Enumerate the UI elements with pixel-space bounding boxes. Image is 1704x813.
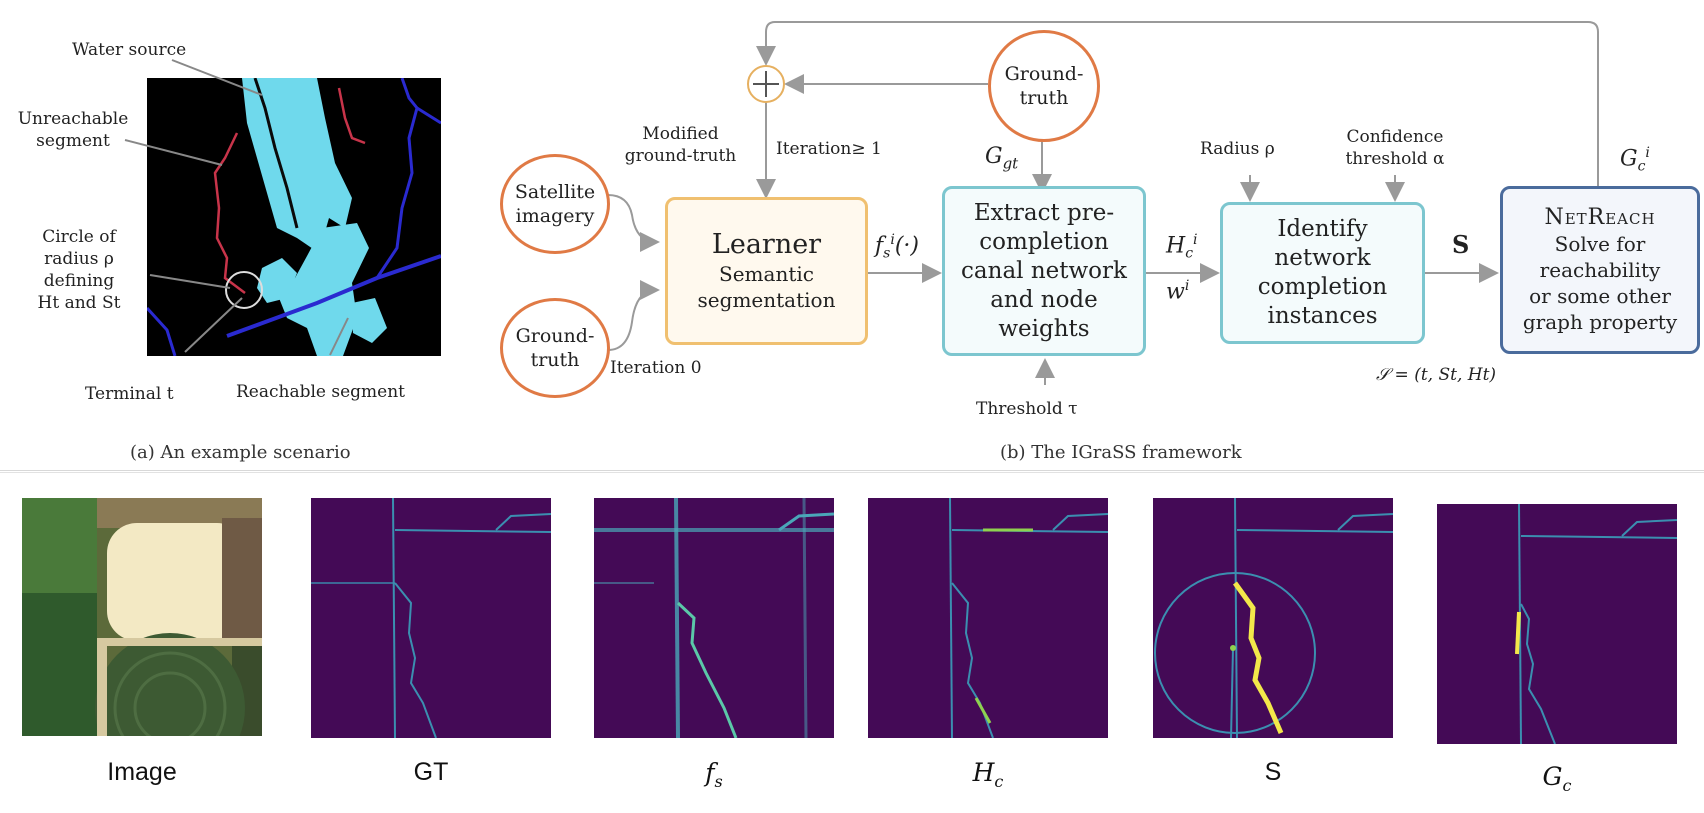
road-line-4 <box>416 106 441 125</box>
reachable-segment-label: Reachable segment <box>236 382 406 402</box>
satellite-image-tile <box>22 498 262 736</box>
hc-drawing <box>949 498 1108 738</box>
road-line <box>375 78 419 279</box>
netreach-subtitle: Solve for reachability or some other gra… <box>1522 232 1678 334</box>
gc-caption: Gc <box>1542 762 1572 795</box>
fs-drawing <box>594 498 834 738</box>
iteration-0-label: Iteration 0 <box>610 358 702 378</box>
netreach-title: NetReach <box>1544 205 1656 230</box>
plus-icon <box>753 71 779 97</box>
gt-drawing <box>311 498 551 738</box>
s-drawing <box>1154 498 1393 738</box>
gc-tile <box>1437 504 1677 744</box>
scenario-leader-lines <box>124 59 349 356</box>
identify-box: Identify network completion instances <box>1220 202 1425 344</box>
fs-tile <box>594 498 834 738</box>
results-panel <box>0 472 1704 813</box>
s-caption: S <box>1264 758 1282 786</box>
hc-tile <box>868 498 1108 738</box>
gc-label: Gci <box>1620 145 1650 175</box>
circle-definition-label: Circle of radius ρ defining Ht and St <box>37 227 121 313</box>
fs-caption: fs <box>705 758 723 791</box>
scenario-map <box>147 78 441 356</box>
road-line-2 <box>226 254 441 338</box>
confidence-threshold-label: Confidence threshold α <box>1345 127 1445 169</box>
hc-label: Hci <box>1166 232 1198 262</box>
water-body-3 <box>257 258 297 303</box>
netreach-box: NetReach Solve for reachability or some … <box>1500 186 1700 354</box>
s-set-label: S <box>1452 230 1470 259</box>
radius-circle <box>225 271 263 309</box>
ground-truth-input-node: Ground- truth <box>500 298 610 398</box>
ground-truth-top-node: Ground- truth <box>988 30 1100 142</box>
gc-drawing <box>1515 504 1677 744</box>
scenario-caption: (a) An example scenario <box>130 442 351 463</box>
hc-caption: Hc <box>972 758 1004 791</box>
water-body-4 <box>352 298 387 343</box>
modified-ground-truth-label: Modified ground-truth <box>624 124 737 166</box>
framework-caption: (b) The IGraSS framework <box>1000 442 1242 463</box>
unreachable-segment <box>213 132 246 294</box>
gt-tile <box>311 498 551 738</box>
road-line-3 <box>147 306 177 356</box>
satellite-image-drawing <box>22 498 262 736</box>
learner-title: Learner <box>711 229 822 260</box>
identify-text: Identify network completion instances <box>1257 216 1388 329</box>
extract-box: Extract pre- completion canal network an… <box>942 186 1146 356</box>
gt-caption: GT <box>413 758 449 786</box>
learner-subtitle: Semantic segmentation <box>697 262 836 312</box>
fs-function-label: fsi(·) <box>875 232 919 262</box>
weights-label: wi <box>1166 278 1190 305</box>
framework-connectors <box>607 21 1599 385</box>
unreachable-segment-2 <box>337 87 366 145</box>
learner-box: Learner Semantic segmentation <box>665 197 868 345</box>
threshold-label: Threshold τ <box>976 399 1078 419</box>
s-definition-label: 𝒮 = (t, St, Ht) <box>1376 365 1497 385</box>
merge-plus-junction <box>747 65 785 103</box>
unreachable-segment-label: Unreachable segment <box>17 109 129 151</box>
satellite-imagery-node: Satellite imagery <box>500 154 610 254</box>
g-gt-label: Ggt <box>985 144 1019 173</box>
terminal-label: Terminal t <box>85 384 174 404</box>
image-caption: Image <box>107 758 177 786</box>
iteration-ge1-label: Iteration≥ 1 <box>776 139 882 159</box>
s-tile <box>1153 498 1393 738</box>
water-channel <box>253 78 299 229</box>
water-source-label: Water source <box>72 40 187 60</box>
radius-label: Radius ρ <box>1200 139 1275 159</box>
extract-text: Extract pre- completion canal network an… <box>961 199 1127 342</box>
